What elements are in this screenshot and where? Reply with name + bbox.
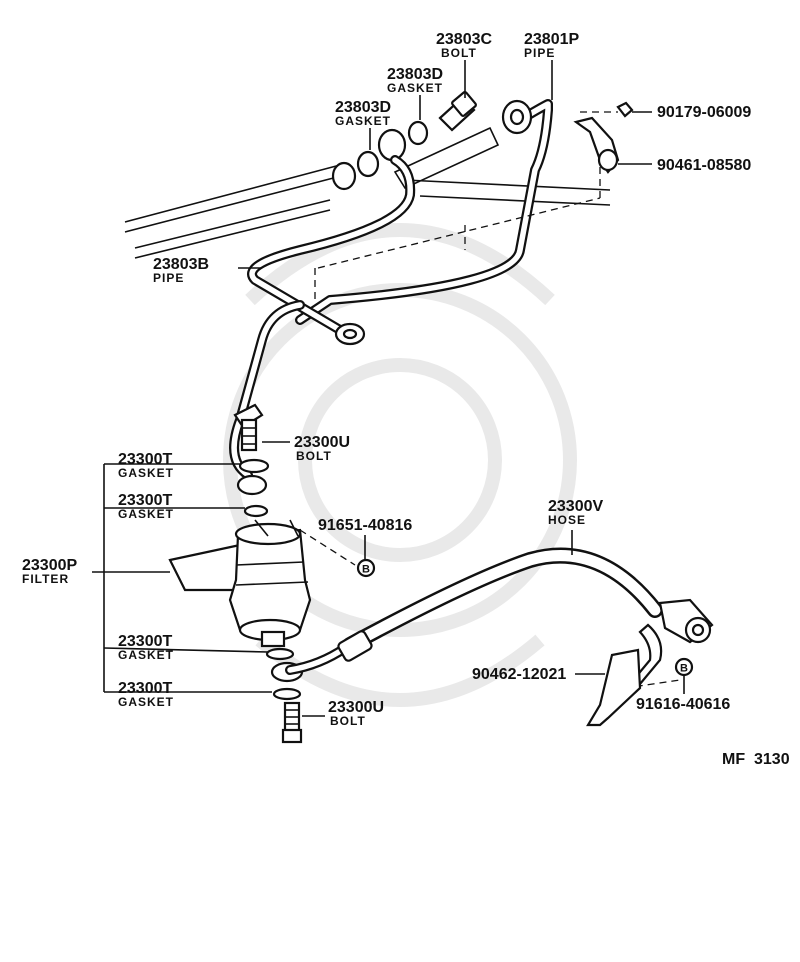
fuel-filter-icon bbox=[168, 519, 312, 648]
svg-text:BOLT: BOLT bbox=[330, 714, 366, 728]
label-23300T-2: 23300T GASKET bbox=[118, 492, 174, 521]
label-90461-08580: 90461-08580 bbox=[657, 157, 751, 174]
gasket-ring-icon bbox=[236, 474, 268, 496]
clamp-bracket-icon bbox=[573, 101, 634, 174]
label-23300U-bottom: 23300U BOLT bbox=[328, 699, 384, 728]
label-91651-40816: 91651-40816 bbox=[318, 517, 412, 534]
diagram-code: MF 3130 bbox=[722, 751, 790, 768]
svg-text:GASKET: GASKET bbox=[118, 648, 174, 662]
svg-text:GASKET: GASKET bbox=[387, 81, 443, 95]
label-23300V: 23300V HOSE bbox=[548, 498, 603, 527]
svg-text:23300U: 23300U bbox=[328, 699, 384, 716]
svg-text:BOLT: BOLT bbox=[296, 449, 332, 463]
callout-marker-b: B bbox=[356, 558, 376, 578]
fuel-rail bbox=[124, 126, 611, 259]
gasket-ring-icon bbox=[238, 458, 270, 474]
svg-text:23300V: 23300V bbox=[548, 498, 603, 515]
svg-text:23803D: 23803D bbox=[335, 99, 391, 116]
callout-marker-b: B bbox=[674, 657, 694, 677]
svg-text:91651-40816: 91651-40816 bbox=[318, 517, 412, 534]
svg-text:FILTER: FILTER bbox=[22, 572, 69, 586]
svg-text:GASKET: GASKET bbox=[335, 114, 391, 128]
svg-text:GASKET: GASKET bbox=[118, 695, 174, 709]
label-90462-12021: 90462-12021 bbox=[472, 666, 566, 683]
svg-text:23300P: 23300P bbox=[22, 557, 77, 574]
union-bolt-icon bbox=[233, 403, 264, 452]
svg-text:23803D: 23803D bbox=[387, 66, 443, 83]
svg-text:23803C: 23803C bbox=[436, 31, 492, 48]
svg-text:PIPE: PIPE bbox=[524, 46, 555, 60]
svg-text:BOLT: BOLT bbox=[441, 46, 477, 60]
svg-text:23300U: 23300U bbox=[294, 434, 350, 451]
svg-text:23803B: 23803B bbox=[153, 256, 209, 273]
svg-text:23300T: 23300T bbox=[118, 451, 172, 468]
fuel-pipe-icon bbox=[295, 99, 553, 325]
svg-text:HOSE: HOSE bbox=[548, 513, 586, 527]
gasket-ring-icon bbox=[265, 647, 295, 661]
label-90179-06009: 90179-06009 bbox=[657, 104, 751, 121]
svg-text:GASKET: GASKET bbox=[118, 466, 174, 480]
label-23803C: 23803C BOLT bbox=[436, 31, 492, 60]
label-23801P: 23801P PIPE bbox=[524, 31, 579, 60]
svg-text:23300T: 23300T bbox=[118, 633, 172, 650]
gasket-ring-icon bbox=[272, 687, 302, 701]
leader-lines bbox=[92, 60, 685, 717]
callout-letter: B bbox=[680, 663, 688, 675]
fuel-hose-icon bbox=[285, 547, 714, 675]
union-bolt-icon bbox=[281, 701, 303, 744]
gasket-ring-icon bbox=[243, 504, 269, 518]
label-23803B: 23803B PIPE bbox=[153, 256, 209, 285]
hex-bolt-icon bbox=[438, 91, 477, 132]
label-23803D-top: 23803D GASKET bbox=[387, 66, 443, 95]
reference-lines bbox=[299, 111, 681, 691]
label-23300T-3: 23300T GASKET bbox=[118, 633, 174, 662]
gasket-ring-icon bbox=[331, 120, 429, 191]
label-23803D-left: 23803D GASKET bbox=[335, 99, 391, 128]
svg-text:23300T: 23300T bbox=[118, 680, 172, 697]
label-23300T-4: 23300T GASKET bbox=[118, 680, 174, 709]
label-91616-40616: 91616-40616 bbox=[636, 696, 730, 713]
label-23300P: 23300P FILTER bbox=[22, 557, 77, 586]
fuel-pipe-icon bbox=[229, 155, 416, 480]
label-23300T-1: 23300T GASKET bbox=[118, 451, 174, 480]
callout-letter: B bbox=[362, 564, 370, 576]
svg-text:23801P: 23801P bbox=[524, 31, 579, 48]
svg-text:23300T: 23300T bbox=[118, 492, 172, 509]
clamp-bracket-icon bbox=[586, 623, 663, 727]
label-23300U-top: 23300U BOLT bbox=[294, 434, 350, 463]
svg-text:PIPE: PIPE bbox=[153, 271, 184, 285]
svg-text:GASKET: GASKET bbox=[118, 507, 174, 521]
